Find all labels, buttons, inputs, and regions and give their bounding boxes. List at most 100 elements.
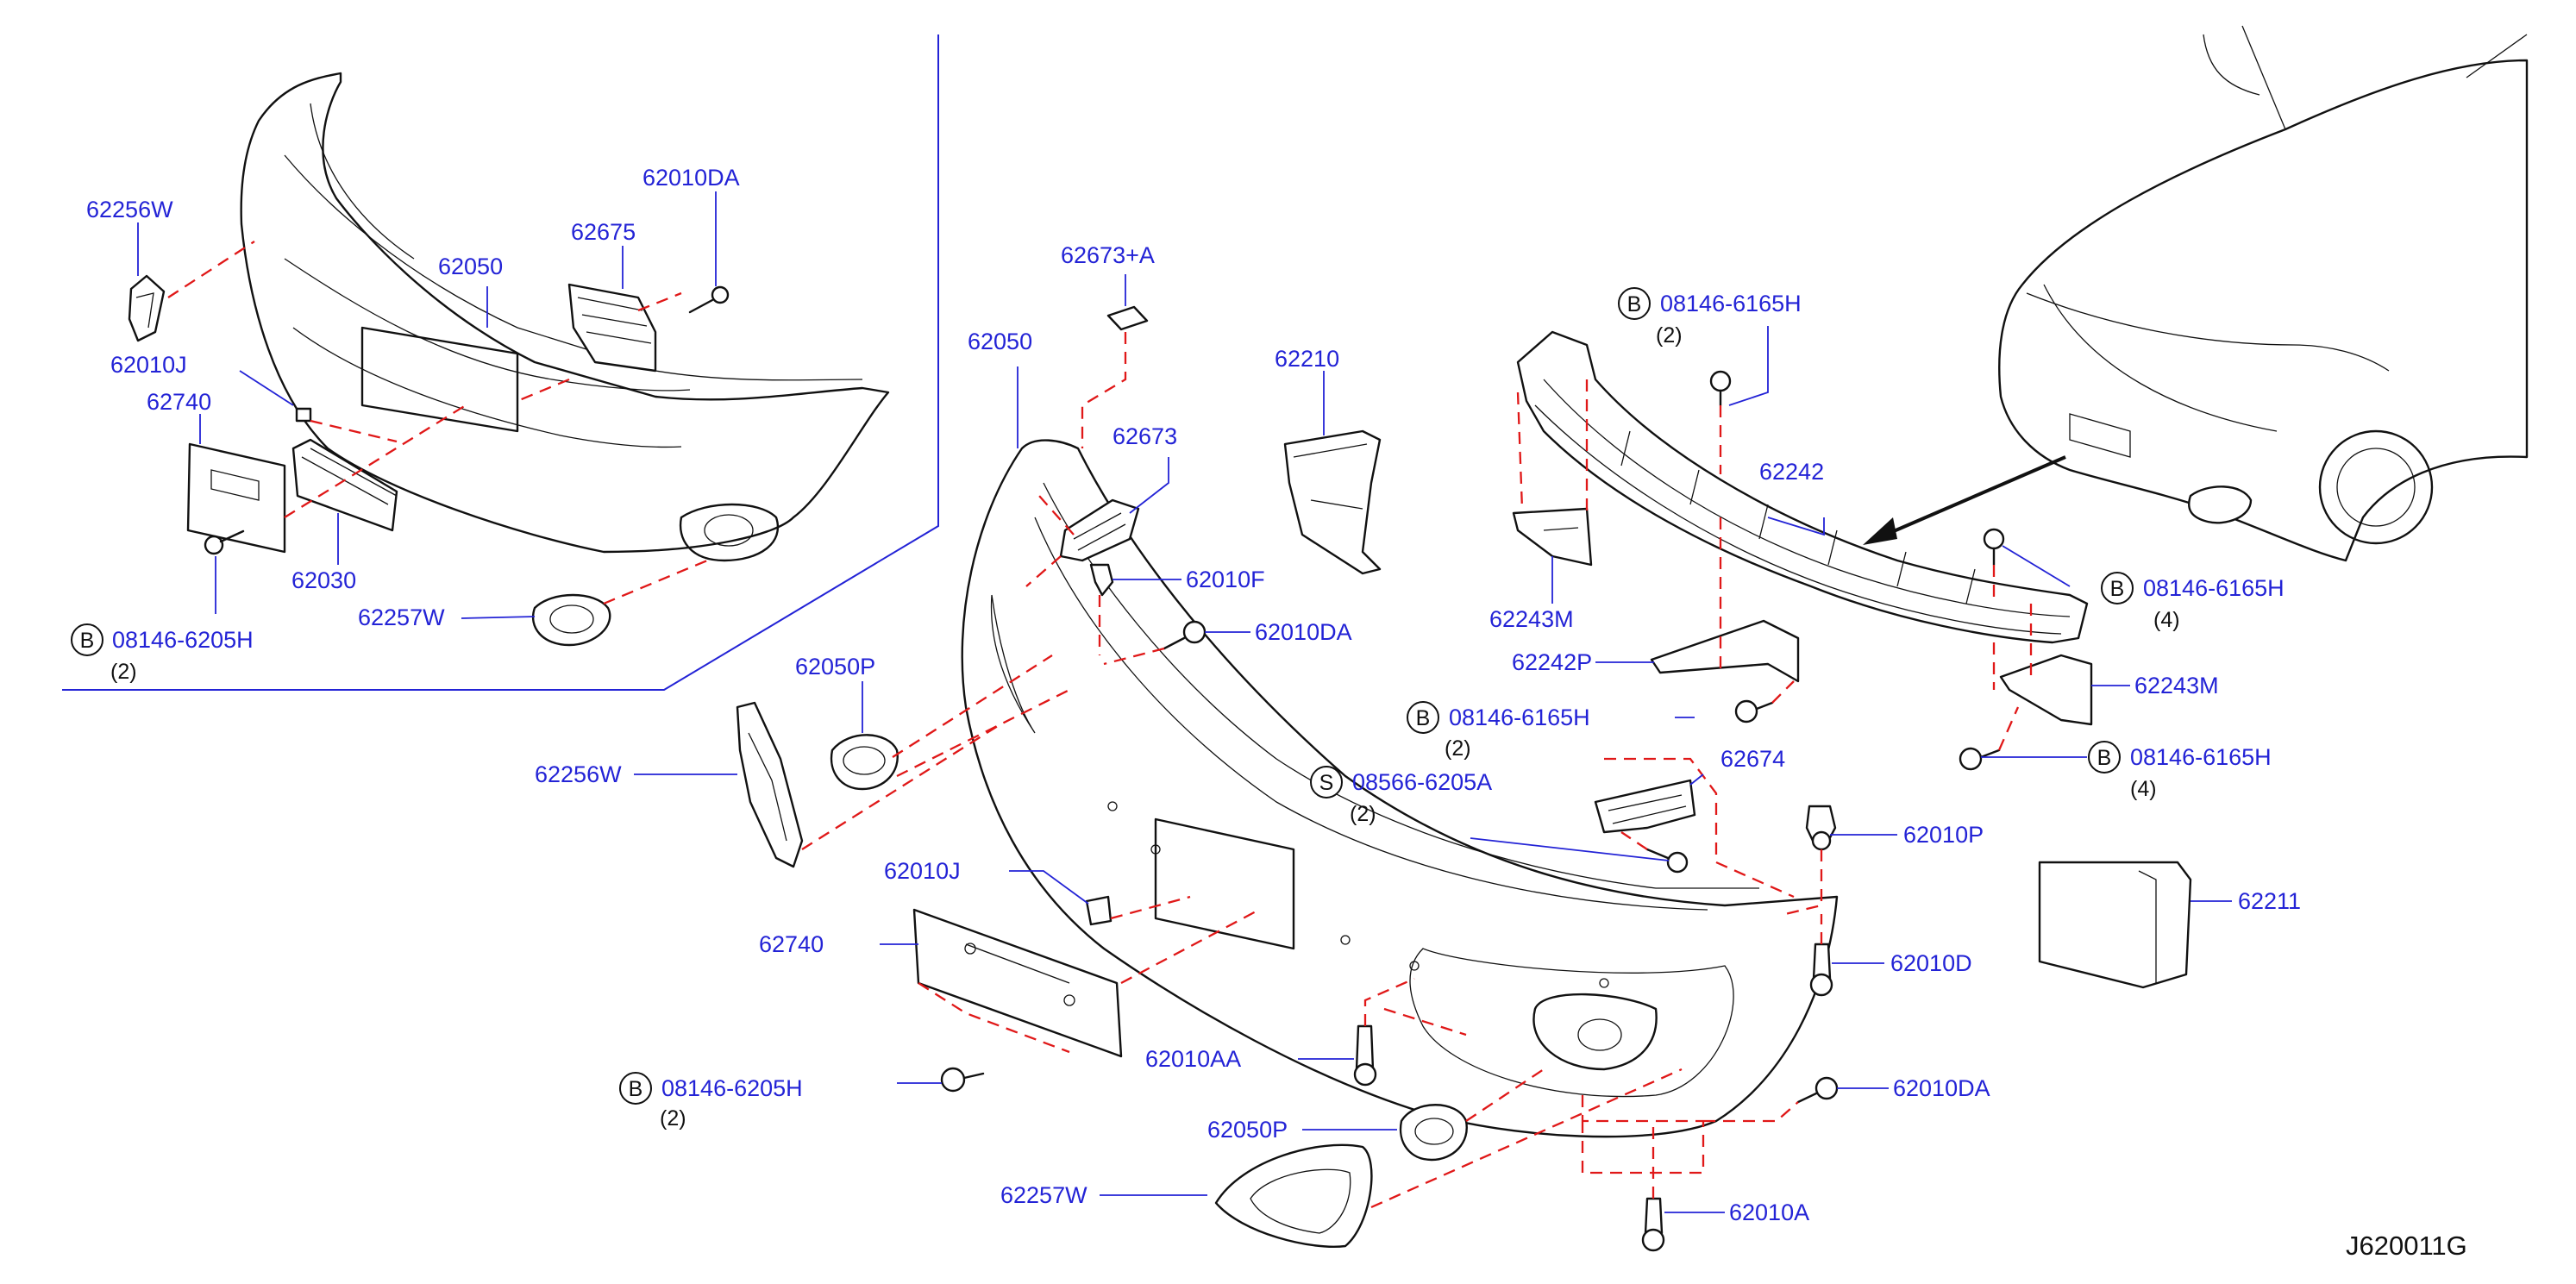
svg-text:B: B: [2110, 577, 2125, 601]
leader: [1689, 774, 1704, 786]
label-08146-6205H-inset: 08146-6205H: [112, 627, 254, 653]
hidden-line: [1103, 647, 1165, 666]
inset-side-retainer-62256W: [128, 274, 166, 342]
leader: [461, 616, 536, 619]
hidden-line: [1081, 332, 1127, 448]
vehicle-drawing: [1998, 25, 2529, 562]
hidden-line: [1110, 895, 1260, 985]
bolt-62010AA: [1353, 1024, 1377, 1087]
bolt-08146-6165H-right2: [1959, 747, 2001, 771]
leader: [1009, 870, 1089, 905]
label-62243M-right: 62243M: [2134, 673, 2219, 698]
bracket-62243M-right: [1999, 654, 2093, 726]
label-62010DA-inset: 62010DA: [642, 165, 740, 191]
bracket-62243M-left: [1512, 507, 1593, 567]
label-08146-6165H-right1: 08146-6165H: [2143, 575, 2285, 601]
grommet-62050P-left: [830, 734, 899, 791]
hidden-line: [1784, 849, 1823, 944]
svg-text:B: B: [629, 1077, 643, 1101]
inset-clip-62010J: [295, 407, 312, 423]
hidden-line: [1997, 706, 2020, 751]
svg-text:B: B: [80, 629, 95, 653]
inset-divider: [62, 34, 939, 691]
bolt-08146-6165H-top: [1709, 370, 1732, 407]
clip-62010F: [1089, 563, 1114, 597]
label-62010J-main: 62010J: [884, 858, 961, 884]
label-62050P-bottom: 62050P: [1207, 1117, 1288, 1143]
diagram-id: J620011G: [2346, 1231, 2467, 1261]
svg-text:B: B: [1627, 292, 1642, 316]
bolt-prefix-inset: B: [71, 623, 103, 656]
hidden-line: [1581, 1095, 1705, 1199]
label-62050-main: 62050: [968, 329, 1032, 354]
label-62010J-inset: 62010J: [110, 352, 187, 378]
leader: [1728, 326, 1769, 406]
label-08146-6165H-right2: 08146-6165H: [2130, 744, 2272, 770]
bracket-62673: [1059, 498, 1140, 562]
label-62050-inset: 62050: [438, 254, 503, 279]
label-62010DA-bottom: 62010DA: [1893, 1075, 1990, 1101]
hidden-line: [1703, 1101, 1799, 1123]
clip-62010P: [1805, 805, 1837, 851]
hidden-line: [1025, 495, 1075, 587]
label-62010AA: 62010AA: [1145, 1046, 1241, 1072]
inset-bumper-drawing: [240, 72, 890, 562]
leader: [2002, 545, 2071, 587]
inset-hidden-line: [284, 404, 467, 518]
label-62010P: 62010P: [1903, 822, 1984, 848]
label-62010D: 62010D: [1890, 950, 1972, 976]
hidden-line: [1370, 1068, 1683, 1209]
label-62257W-main: 62257W: [1000, 1182, 1087, 1208]
screw-62010DA-mid: [1163, 620, 1207, 650]
label-62675: 62675: [571, 219, 636, 245]
label-62242P: 62242P: [1512, 649, 1592, 675]
qty-08146-6165H-right1: (4): [2153, 608, 2180, 632]
label-62256W-inset: 62256W: [86, 197, 173, 222]
bolt-prefix-mid: B: [1407, 701, 1439, 734]
screw-prefix: S: [1310, 766, 1343, 799]
bolt-prefix-main: B: [619, 1072, 652, 1105]
hidden-line: [801, 723, 1001, 850]
bolt-08146-6165H-right1: [1983, 528, 2005, 567]
bolt-62010A: [1641, 1197, 1665, 1252]
label-62674: 62674: [1720, 746, 1785, 772]
label-62211: 62211: [2238, 888, 2301, 914]
screw-08566-6205A: [1645, 848, 1689, 874]
screw-62010DA-bottom: [1796, 1076, 1839, 1104]
bolt-prefix-top: B: [1618, 287, 1651, 320]
svg-text:S: S: [1319, 771, 1334, 795]
arrowhead: [1863, 517, 1897, 545]
label-62243M-left: 62243M: [1489, 606, 1574, 632]
clip-62010J-main: [1085, 895, 1113, 926]
pad-62673A: [1106, 305, 1149, 331]
leader: [1767, 517, 1825, 536]
bolt-prefix-right1: B: [2101, 572, 2134, 604]
hidden-line: [918, 982, 1070, 1054]
bolt-prefix-right2: B: [2088, 741, 2121, 774]
bolt-08146-6205H-main: [940, 1067, 985, 1093]
hidden-line: [1992, 565, 2033, 690]
qty-08146-6205H-main: (2): [660, 1106, 686, 1131]
label-62242: 62242: [1759, 459, 1824, 485]
side-retainer-62256W: [736, 701, 804, 868]
plate-62740-main: [912, 908, 1123, 1058]
label-62010A: 62010A: [1729, 1199, 1809, 1225]
qty-08146-6165H-mid: (2): [1445, 736, 1471, 761]
label-62050P-left: 62050P: [795, 654, 875, 680]
leader: [239, 370, 294, 406]
inset-hidden-line: [603, 559, 708, 605]
label-62673: 62673: [1113, 423, 1177, 449]
label-62673A: 62673+A: [1061, 242, 1155, 268]
inset-hidden-line: [517, 291, 682, 403]
bracket-62242P: [1650, 619, 1800, 683]
label-08146-6205H-main: 08146-6205H: [661, 1075, 803, 1101]
inset-hidden-line: [167, 241, 255, 298]
label-62030: 62030: [291, 567, 356, 593]
qty-08146-6205H-inset: (2): [110, 660, 137, 684]
label-62740-main: 62740: [759, 931, 824, 957]
label-62210: 62210: [1275, 346, 1339, 372]
inset-bracket-62030: [291, 438, 398, 532]
inset-screw-62010DA: [688, 285, 730, 314]
bolt-08146-6165H-mid: [1734, 699, 1774, 723]
